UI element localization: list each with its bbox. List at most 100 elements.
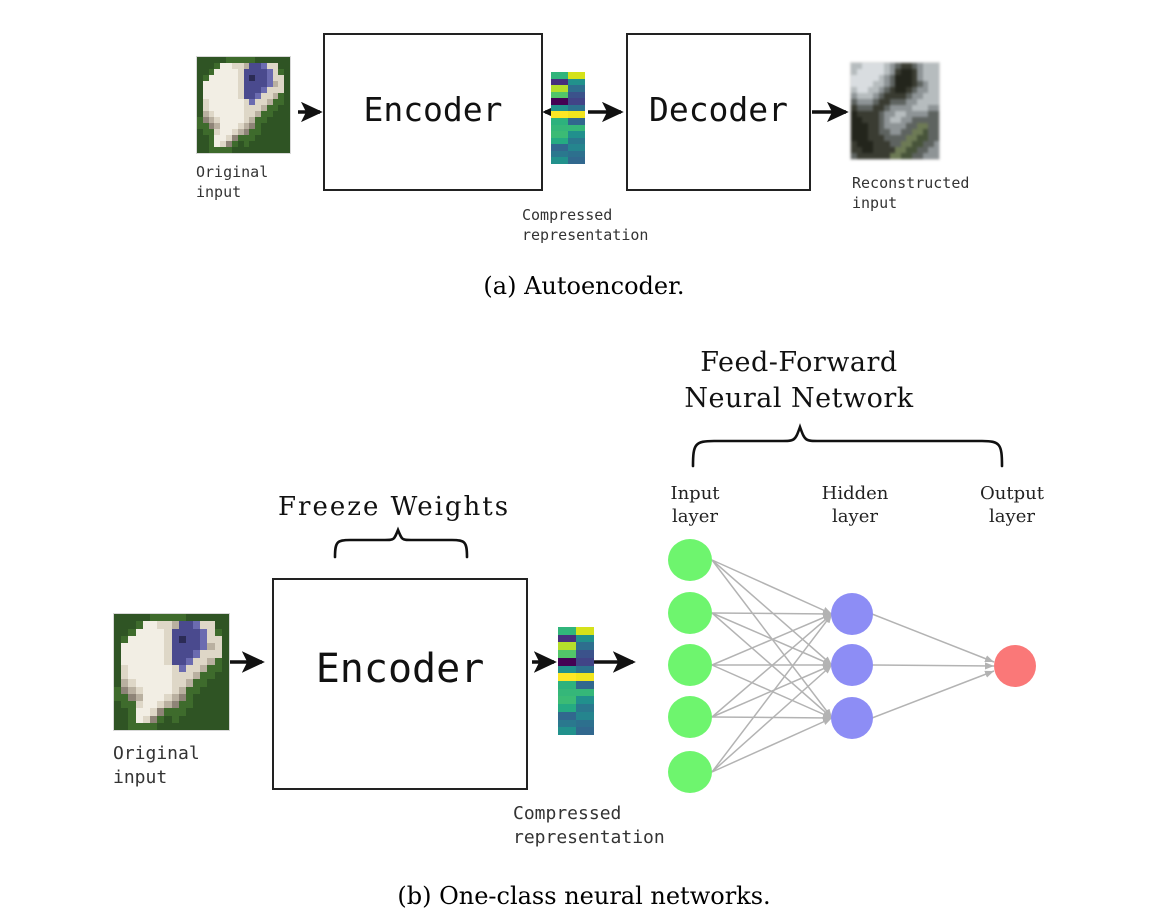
photo-pixel bbox=[917, 81, 923, 87]
photo-pixel bbox=[884, 147, 890, 153]
photo-pixel bbox=[164, 701, 172, 709]
photo-pixel bbox=[171, 650, 179, 658]
photo-pixel bbox=[249, 87, 256, 93]
photo-pixel bbox=[193, 614, 201, 622]
photo-pixel bbox=[243, 63, 250, 69]
photo-pixel bbox=[266, 87, 273, 93]
photo-pixel bbox=[121, 701, 129, 709]
latent-cell bbox=[558, 681, 576, 689]
photo-pixel bbox=[851, 147, 857, 153]
photo-pixel bbox=[878, 111, 884, 117]
photo-pixel bbox=[922, 93, 928, 99]
photo-pixel bbox=[220, 69, 227, 75]
photo-pixel bbox=[178, 657, 186, 665]
photo-pixel bbox=[895, 81, 901, 87]
photo-pixel bbox=[917, 153, 923, 159]
photo-pixel bbox=[197, 69, 203, 75]
photo-pixel bbox=[231, 123, 238, 129]
photo-pixel bbox=[862, 87, 868, 93]
photo-pixel bbox=[142, 715, 150, 723]
photo-pixel bbox=[266, 135, 273, 141]
photo-pixel bbox=[220, 129, 227, 135]
photo-pixel bbox=[231, 129, 238, 135]
photo-pixel bbox=[284, 111, 290, 117]
photo-pixel bbox=[128, 708, 136, 716]
latent-cell bbox=[568, 111, 585, 118]
photo-pixel bbox=[917, 105, 923, 111]
photo-pixel bbox=[208, 141, 215, 147]
photo-pixel bbox=[202, 63, 209, 69]
latent-cell bbox=[551, 137, 568, 145]
photo-pixel bbox=[135, 664, 143, 672]
photo-pixel bbox=[114, 621, 122, 629]
photo-pixel bbox=[193, 635, 201, 643]
photo-pixel bbox=[121, 722, 129, 730]
latent-cell bbox=[551, 91, 568, 99]
photo-pixel bbox=[862, 69, 868, 75]
photo-pixel bbox=[249, 57, 256, 63]
photo-pixel bbox=[260, 57, 267, 63]
photo-pixel bbox=[135, 643, 143, 651]
photo-pixel bbox=[255, 75, 261, 81]
photo-pixel bbox=[895, 111, 901, 117]
photo-pixel bbox=[178, 635, 186, 643]
photo-pixel bbox=[933, 93, 939, 99]
photo-pixel bbox=[114, 708, 122, 716]
photo-pixel bbox=[121, 708, 129, 716]
photo-pixel bbox=[202, 123, 209, 129]
photo-pixel bbox=[237, 57, 244, 63]
photo-pixel bbox=[202, 147, 209, 153]
photo-pixel bbox=[185, 715, 194, 723]
photo-pixel bbox=[185, 672, 194, 680]
photo-pixel bbox=[157, 679, 165, 687]
photo-pixel bbox=[226, 141, 232, 147]
photo-pixel bbox=[284, 117, 290, 123]
photo-pixel bbox=[237, 99, 244, 105]
photo-pixel bbox=[873, 75, 879, 81]
photo-pixel bbox=[260, 105, 267, 111]
photo-pixel bbox=[200, 614, 208, 622]
photo-pixel bbox=[878, 99, 884, 105]
photo-pixel bbox=[231, 75, 238, 81]
photo-pixel bbox=[900, 123, 906, 129]
photo-pixel bbox=[260, 141, 267, 147]
latent-cell bbox=[568, 150, 585, 158]
photo-pixel bbox=[873, 123, 879, 129]
photo-pixel bbox=[171, 701, 179, 709]
photo-pixel bbox=[164, 621, 172, 629]
reconstructed-input-label-a: Reconstructed input bbox=[852, 174, 970, 213]
photo-pixel bbox=[260, 129, 267, 135]
photo-pixel bbox=[856, 63, 862, 69]
photo-pixel bbox=[237, 75, 244, 81]
photo-pixel bbox=[128, 715, 136, 723]
photo-pixel bbox=[243, 75, 250, 81]
photo-pixel bbox=[266, 147, 273, 153]
photo-pixel bbox=[171, 672, 179, 680]
photo-pixel bbox=[889, 111, 895, 117]
photo-pixel bbox=[164, 715, 172, 723]
photo-pixel bbox=[226, 69, 232, 75]
photo-pixel bbox=[221, 657, 229, 665]
photo-pixel bbox=[142, 672, 150, 680]
photo-pixel bbox=[862, 153, 868, 159]
output-node bbox=[994, 645, 1036, 687]
photo-pixel bbox=[185, 657, 194, 665]
photo-pixel bbox=[856, 99, 862, 105]
photo-pixel bbox=[207, 708, 215, 716]
photo-pixel bbox=[873, 141, 879, 147]
photo-pixel bbox=[178, 650, 186, 658]
photo-pixel bbox=[862, 129, 868, 135]
latent-cell bbox=[558, 688, 576, 697]
photo-pixel bbox=[928, 147, 934, 153]
photo-pixel bbox=[142, 635, 150, 643]
photo-pixel bbox=[284, 147, 290, 153]
photo-pixel bbox=[135, 672, 143, 680]
latent-cell bbox=[551, 85, 568, 92]
photo-pixel bbox=[200, 708, 208, 716]
photo-pixel bbox=[142, 693, 150, 701]
latent-cell bbox=[568, 137, 585, 145]
photo-pixel bbox=[928, 69, 934, 75]
photo-pixel bbox=[278, 93, 285, 99]
photo-pixel bbox=[862, 135, 868, 141]
